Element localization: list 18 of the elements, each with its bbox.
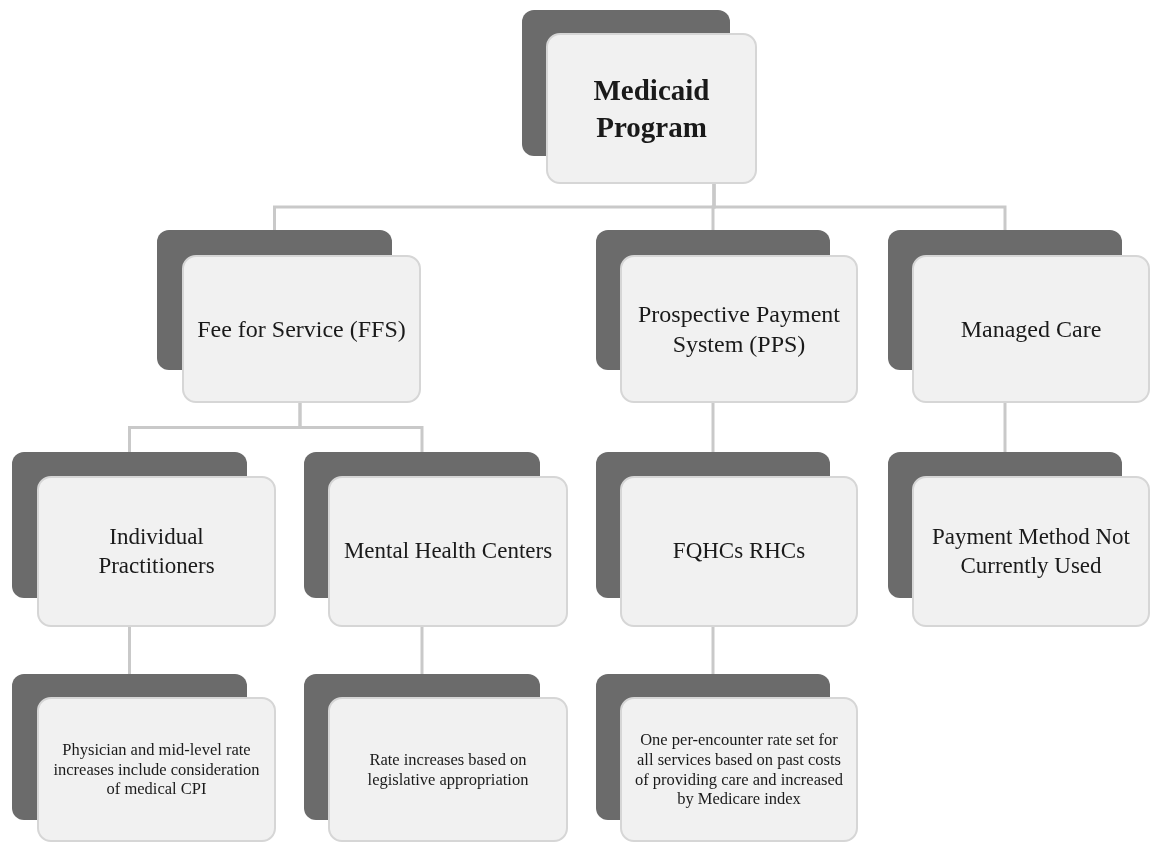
card-label: Fee for Service (FFS): [197, 315, 406, 344]
connector-line: [420, 627, 424, 674]
card-label: Managed Care: [960, 315, 1102, 344]
card-label: Rate increases based on legislative appropriation: [366, 749, 530, 790]
connector-line: [128, 627, 131, 674]
connector-line: [711, 403, 715, 452]
connector-line: [298, 403, 424, 452]
connector-line: [712, 184, 1007, 230]
card-label: Mental Health Centers: [343, 537, 553, 566]
connector-line: [711, 627, 715, 674]
card-label: Medicaid Program: [592, 73, 711, 145]
card-label: Prospective Payment System (PPS): [637, 300, 841, 359]
card-label: Payment Method Not Currently Used: [930, 522, 1131, 580]
card-label: FQHCs RHCs: [672, 537, 806, 566]
card-label: One per-encounter rate set for all services based on past costs of providing care and increased by Medicare index: [634, 729, 844, 810]
card-label: Physician and mid-level rate increases include consideration of medical CPI: [52, 739, 261, 800]
connector-line: [1003, 403, 1007, 452]
card-label: Individual Practitioners: [97, 522, 216, 580]
